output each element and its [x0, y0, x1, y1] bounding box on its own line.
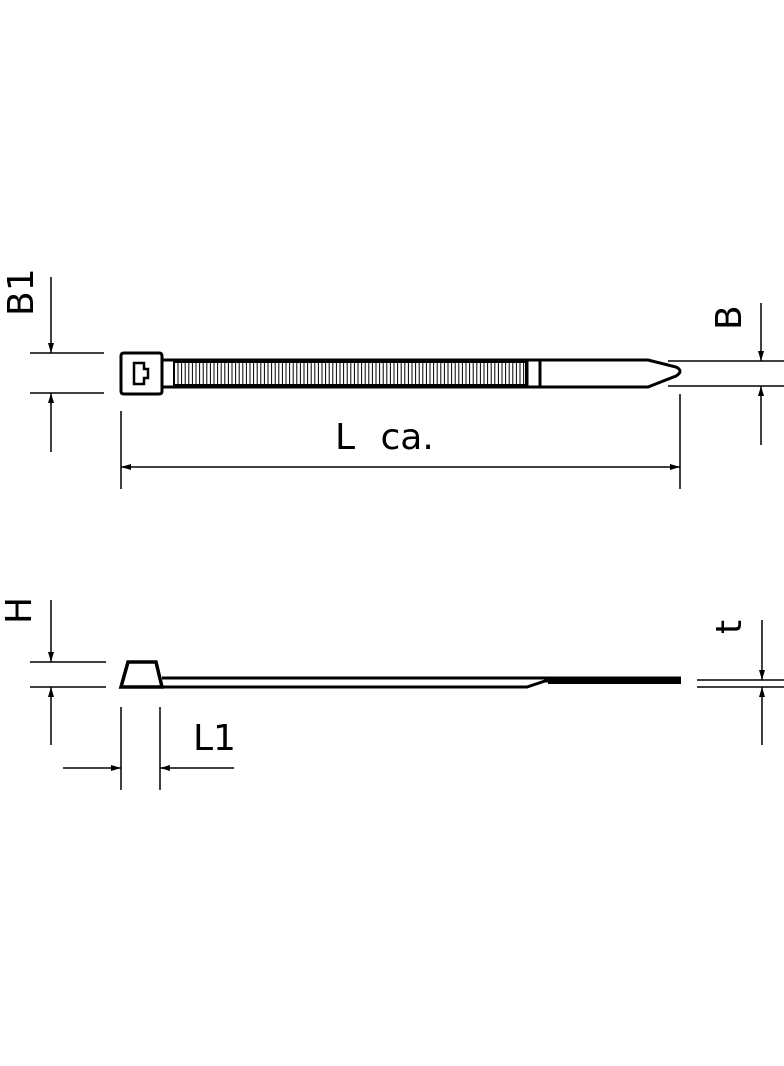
dimension-t: [697, 620, 784, 745]
label-B1: B1: [1, 268, 42, 316]
side-view: [30, 600, 784, 790]
head-latch: [132, 361, 150, 386]
label-L1: L1: [193, 718, 236, 759]
strap-outline-top: [162, 358, 682, 389]
strap-side: [162, 676, 681, 689]
dimension-L: [120, 394, 681, 489]
label-H: H: [0, 597, 40, 624]
label-t: t: [709, 620, 750, 634]
tie-head-top: [119, 351, 164, 396]
top-view: [30, 277, 784, 489]
dimension-L1: [63, 707, 234, 790]
dimension-B1: [30, 277, 104, 452]
dimension-H: [30, 600, 106, 745]
dimension-B: [668, 303, 784, 445]
tie-head-side: [118, 660, 165, 689]
label-B: B: [709, 305, 750, 330]
label-L: L ca.: [335, 417, 434, 458]
